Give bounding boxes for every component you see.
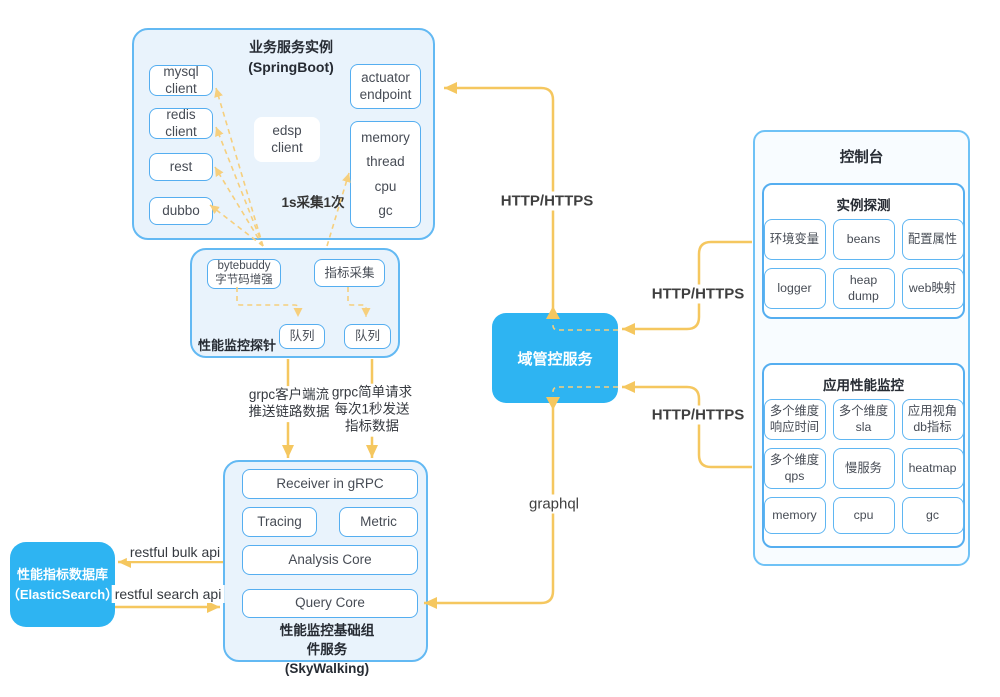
multi-dim-qps-box: 多个维度 qps (763, 448, 826, 489)
edsp-client-box: edsp client (254, 117, 320, 162)
queue-box-2: 队列 (344, 324, 391, 349)
tracing-box: Tracing (242, 507, 317, 537)
springboot-title: 业务服务实例 (SpringBoot) (248, 39, 334, 75)
label-graphql: graphql (525, 494, 583, 514)
heap-dump-box: heap dump (832, 268, 895, 309)
sample-rate-note: 1s采集1次 (281, 195, 345, 210)
skywalking-group: Receiver in gRPC Tracing Metric Analysis… (223, 460, 428, 676)
memory-box: memory (763, 497, 826, 534)
metric-collect-box: 指标采集 (314, 259, 385, 287)
runtime-metrics-box: memory thread cpu gc (350, 121, 421, 228)
arrow-console-to-domain-lower (622, 381, 752, 469)
instance-probe-section: 实例探测 环境变量 beans 配置属性 logger heap dump we… (762, 183, 965, 319)
slow-service-box: 慢服务 (832, 448, 895, 489)
queue-box-1: 队列 (279, 324, 325, 349)
multi-dim-sla-box: 多个维度 sla (832, 399, 895, 440)
logger-box: logger (763, 268, 826, 309)
metric-box: Metric (339, 507, 418, 537)
env-vars-box: 环境变量 (763, 219, 826, 260)
receiver-grpc-box: Receiver in gRPC (242, 469, 418, 499)
multi-dim-response-box: 多个维度 响应时间 (763, 399, 826, 440)
label-grpc-simple: grpc简单请求 每次1秒发送 指标数据 (328, 383, 416, 437)
label-grpc-stream: grpc客户端流 推送链路数据 (245, 386, 333, 422)
rest-box: rest (149, 153, 213, 181)
metric-cpu: cpu (374, 178, 397, 194)
config-props-box: 配置属性 (901, 219, 964, 260)
probe-label: 性能监控探针 (198, 338, 277, 353)
label-bulk-api: restful bulk api (126, 543, 224, 561)
web-mapping-box: web映射 (901, 268, 964, 309)
dubbo-box: dubbo (149, 197, 213, 225)
instance-probe-title: 实例探测 (836, 198, 891, 213)
query-core-box: Query Core (242, 589, 418, 618)
metric-memory: memory (361, 130, 410, 146)
actuator-endpoint-box: actuator endpoint (350, 64, 421, 109)
bytebuddy-box: bytebuddy 字节码增强 (207, 259, 281, 289)
console-title: 控制台 (839, 150, 884, 166)
performance-probe-group: bytebuddy 字节码增强 指标采集 队列 队列 性能监控探针 (190, 248, 400, 358)
label-http-lower: HTTP/HTTPS (648, 405, 748, 425)
console-group: 控制台 实例探测 环境变量 beans 配置属性 logger heap dum… (753, 130, 970, 566)
label-http-upper: HTTP/HTTPS (497, 191, 597, 211)
app-view-db-box: 应用视角 db指标 (901, 399, 964, 440)
skywalking-title: 性能监控基础组件服务 (SkyWalking) (279, 623, 375, 676)
metric-thread: thread (366, 154, 405, 170)
heatmap-box: heatmap (901, 448, 964, 489)
metric-gc: gc (378, 202, 393, 218)
springboot-instance-group: 业务服务实例 (SpringBoot) mysql client redis c… (132, 28, 435, 240)
label-search-api: restful search api (111, 585, 225, 603)
elasticsearch-node: 性能指标数据库 （ElasticSearch） (7, 542, 118, 627)
analysis-core-box: Analysis Core (242, 545, 418, 575)
apm-section: 应用性能监控 多个维度 响应时间 多个维度 sla 应用视角 db指标 多个维度… (762, 363, 965, 548)
cpu-box: cpu (832, 497, 895, 534)
beans-box: beans (832, 219, 895, 260)
gc-box: gc (901, 497, 964, 534)
apm-title: 应用性能监控 (823, 378, 904, 393)
redis-client-box: redis client (149, 107, 213, 139)
label-http-mid: HTTP/HTTPS (648, 284, 748, 304)
domain-control-service-node: 域管控服务 (492, 313, 618, 403)
mysql-client-box: mysql client (149, 64, 213, 96)
